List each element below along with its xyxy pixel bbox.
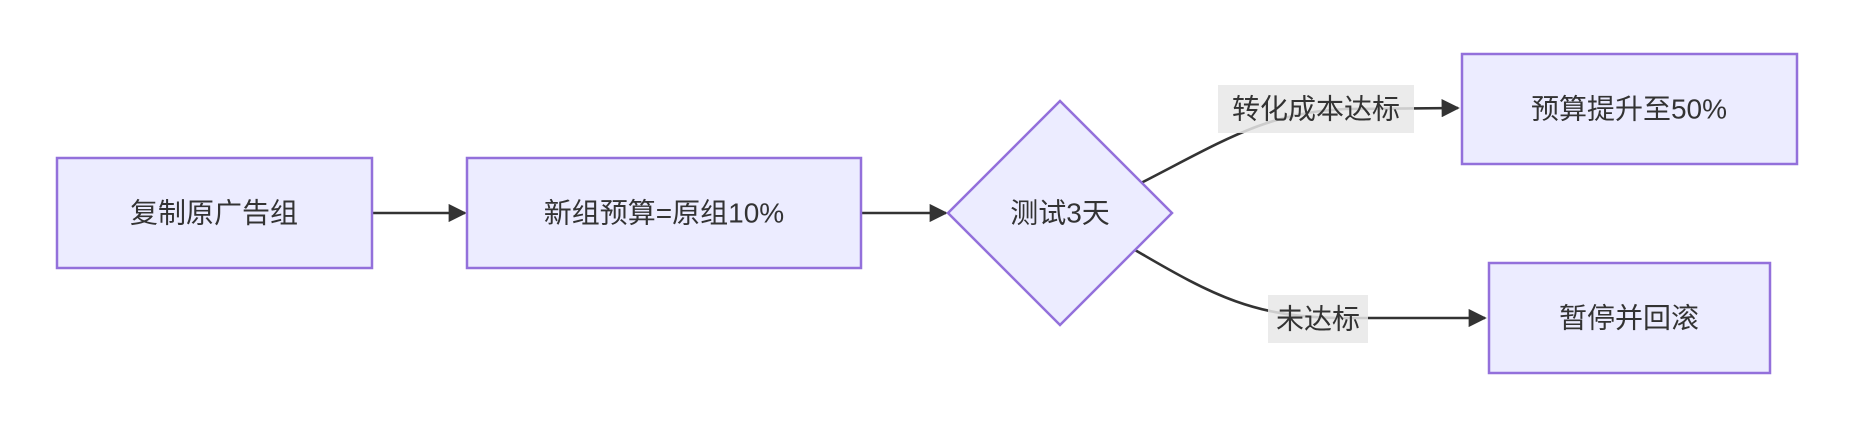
node-diamond: [946, 99, 1174, 327]
node-label: 新组预算=原组10%: [544, 198, 784, 229]
edge-label-text: 未达标: [1276, 304, 1360, 335]
node-pause-rollback: 暂停并回滚: [1487, 261, 1772, 375]
node-label: 暂停并回滚: [1559, 303, 1699, 334]
node-rectangle: [1487, 261, 1772, 375]
node-rectangle: [55, 156, 374, 270]
decision-test-3-days: 测试3天: [946, 99, 1174, 327]
node-label: 测试3天: [1010, 198, 1110, 229]
edge-label-background: [1218, 85, 1414, 133]
node-label: 预算提升至50%: [1531, 94, 1727, 125]
edge-label-background: [1268, 295, 1368, 343]
edge-label-conversion-cost-met: 转化成本达标: [1218, 85, 1414, 133]
edge-label-text: 转化成本达标: [1232, 94, 1400, 125]
node-raise-budget: 预算提升至50%: [1460, 52, 1799, 166]
node-rectangle: [1460, 52, 1799, 166]
node-new-budget: 新组预算=原组10%: [465, 156, 863, 270]
node-label: 复制原广告组: [130, 198, 298, 229]
node-rectangle: [465, 156, 863, 270]
node-copy-ad-group: 复制原广告组: [55, 156, 374, 270]
edge-label-not-met: 未达标: [1268, 295, 1368, 343]
